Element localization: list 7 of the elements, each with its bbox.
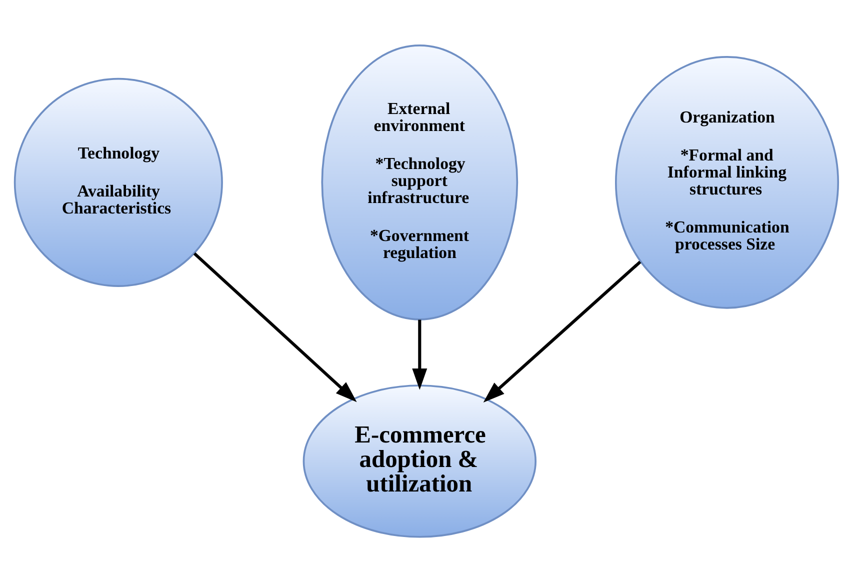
node-ellipse: Organization *Formal and Informal linking structures *Communication processes Size xyxy=(614,56,840,308)
node-ellipse: E-commerce adoption & utilization xyxy=(302,384,537,538)
arrow xyxy=(193,252,357,402)
arrow xyxy=(412,319,428,390)
node-ellipse: External environment *Technology support infrastructure *Government regulation xyxy=(321,44,518,320)
node-circle: Technology Availability Characteristics xyxy=(14,77,223,286)
arrow xyxy=(483,260,642,402)
